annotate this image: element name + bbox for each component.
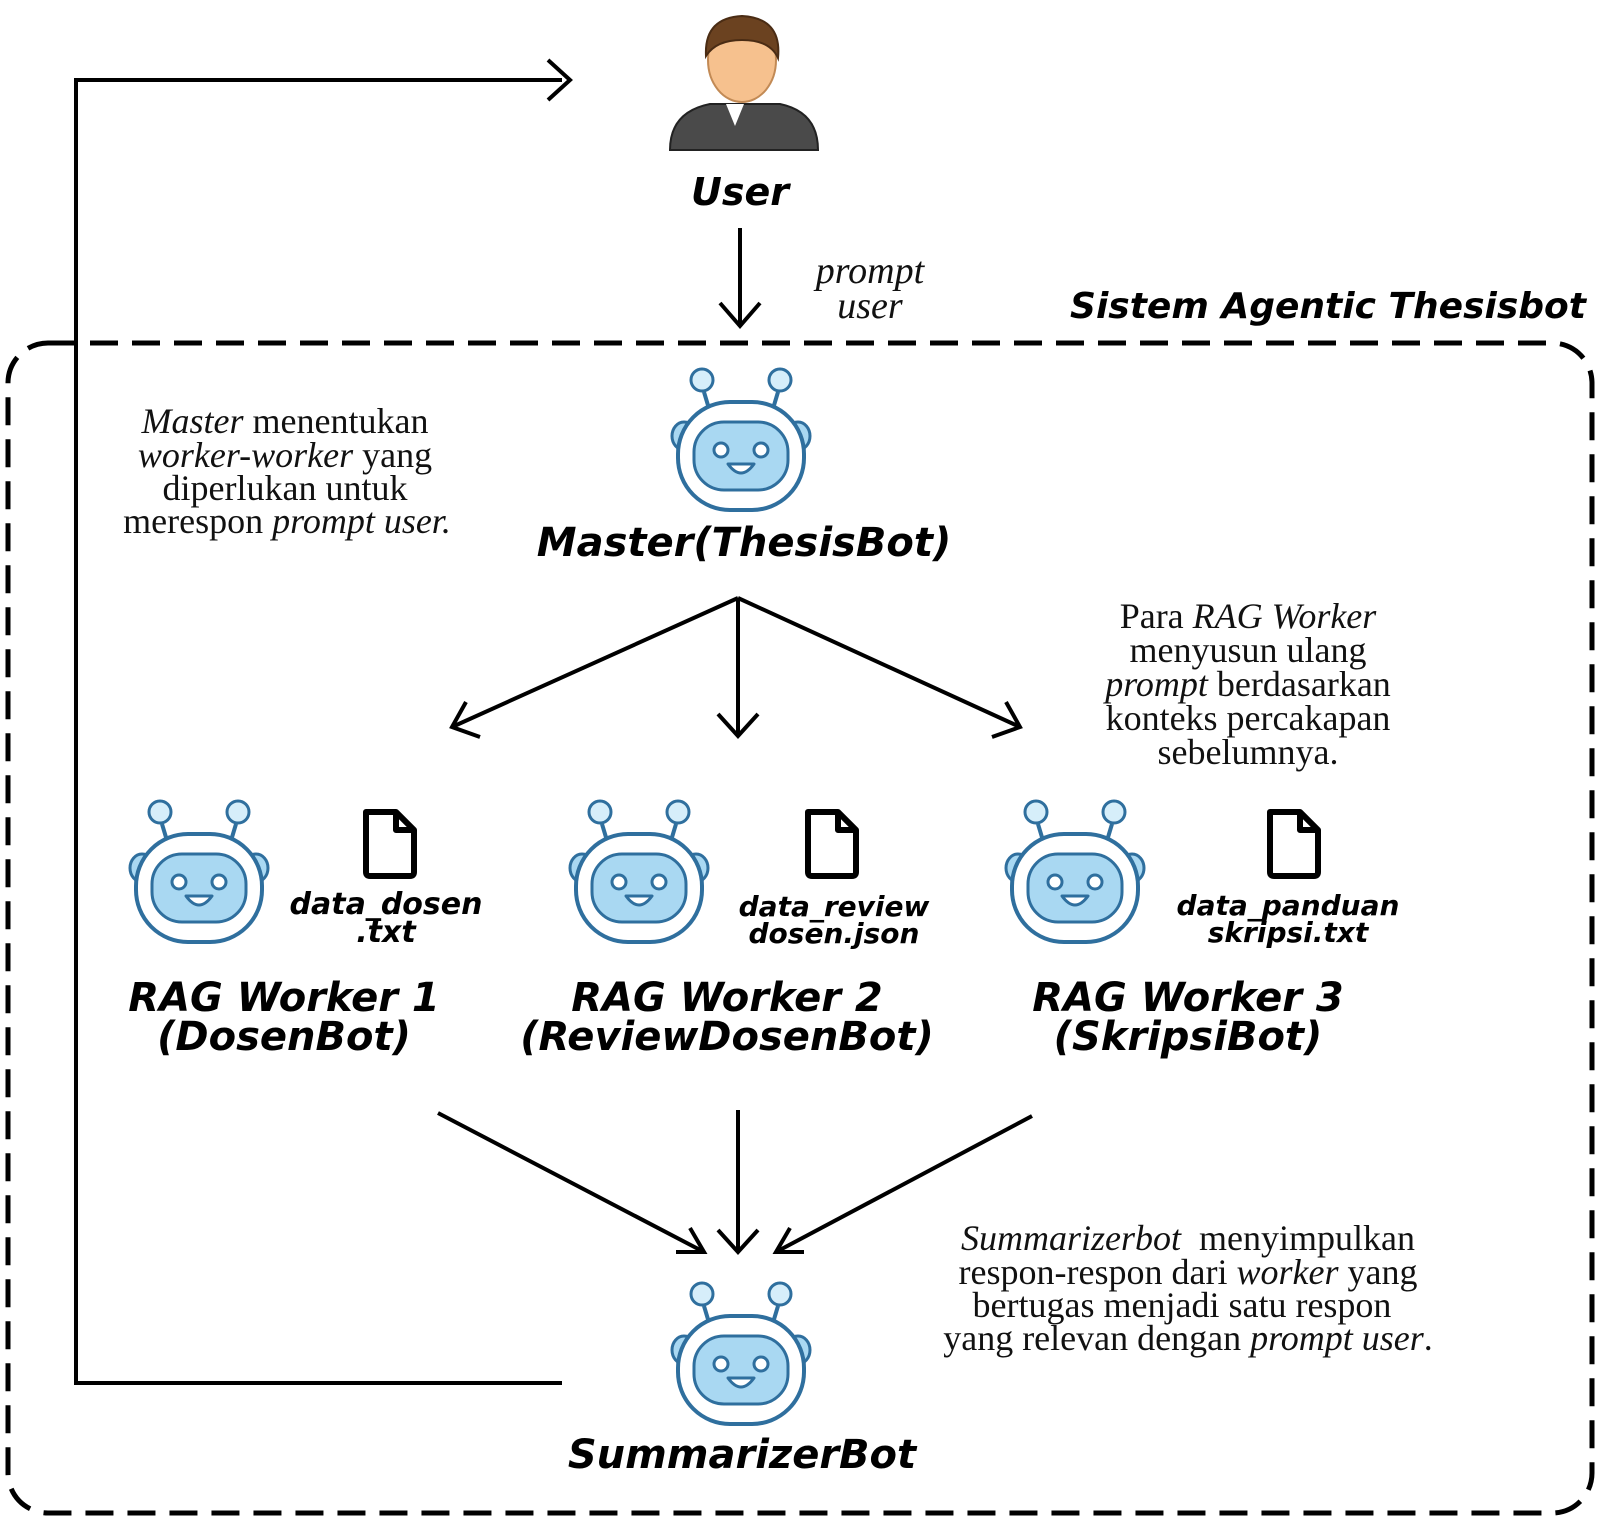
worker-1-label-line2: (DosenBot)	[157, 1014, 411, 1060]
worker-note-line4: konteks percakapan	[1106, 698, 1391, 738]
worker-2-label-line2: (ReviewDosenBot)	[520, 1014, 934, 1060]
summarizer-note-line3: bertugas menjadi satu respon	[973, 1285, 1392, 1325]
master-label: Master(ThesisBot)	[537, 520, 951, 566]
worker-1-file-icon	[366, 812, 414, 876]
master-note-line1: Master menentukan	[141, 401, 429, 441]
master-note-line3: diperlukan untuk	[163, 468, 408, 508]
worker-1-label-line1: RAG Worker 1	[128, 975, 439, 1021]
arrow-head-worker-2	[716, 712, 760, 739]
arrow-from-worker-1	[437, 1111, 705, 1254]
workers-to-summarizer-arrows	[437, 1110, 1033, 1255]
worker-2-label-line1: RAG Worker 2	[571, 975, 882, 1021]
feedback-loop-line	[74, 78, 562, 1385]
arrow-head-worker-3	[991, 701, 1023, 739]
worker-3-robot-icon	[1004, 799, 1146, 944]
user-label: User	[691, 170, 791, 214]
worker-note-line1: Para RAG Worker	[1120, 596, 1378, 636]
prompt-label-line2: user	[837, 285, 903, 327]
system-label: Sistem Agentic Thesisbot	[1070, 286, 1588, 327]
worker-3-file-line2: skripsi.txt	[1208, 916, 1370, 949]
worker-note: Para RAG Worker menyusun ulang prompt be…	[1102, 596, 1391, 772]
worker-3-file-icon	[1270, 812, 1318, 876]
prompt-arrow-head	[718, 301, 762, 330]
worker-1: data_dosen .txt RAG Worker 1 (DosenBot)	[128, 799, 483, 1060]
worker-2: data_review dosen.json RAG Worker 2 (Rev…	[520, 799, 934, 1060]
worker-2-file-line1: data_review	[739, 890, 930, 923]
system-boundary	[5, 340, 1595, 1516]
worker-note-line5: sebelumnya.	[1158, 732, 1339, 772]
feedback-loop-arrow-head	[546, 58, 573, 102]
worker-1-file-line2: .txt	[356, 915, 417, 950]
master-note-line2: worker-worker yang	[138, 435, 432, 475]
worker-1-robot-icon	[128, 799, 270, 944]
arrow-to-worker-1	[451, 596, 739, 729]
worker-3-file-line1: data_panduan	[1177, 889, 1400, 922]
worker-note-line3: prompt berdasarkan	[1102, 664, 1391, 704]
worker-2-file-line2: dosen.json	[749, 917, 920, 950]
summarizer-robot-icon	[670, 1281, 812, 1426]
summarizer-label: SummarizerBot	[568, 1432, 918, 1478]
summarizer-note-line4: yang relevan dengan prompt user.	[943, 1318, 1433, 1358]
arrow-to-worker-3	[737, 596, 1021, 729]
user-avatar-icon	[668, 14, 820, 151]
master-to-workers-arrows	[449, 596, 1023, 739]
worker-2-file-icon	[808, 812, 856, 876]
arrow-head-from-worker-1	[676, 1226, 708, 1254]
summarizer-note: Summarizerbot menyimpulkan respon-respon…	[943, 1218, 1433, 1358]
prompt-label-line1: prompt	[813, 250, 926, 292]
worker-1-file-line1: data_dosen	[290, 887, 483, 922]
arrow-head-worker-1	[449, 701, 481, 739]
worker-3-label-line1: RAG Worker 3	[1032, 975, 1343, 1021]
master-note: Master menentukan worker-worker yang dip…	[123, 401, 451, 541]
master-note-line4: merespon prompt user.	[123, 501, 451, 541]
summarizer-note-line1: Summarizerbot menyimpulkan	[961, 1218, 1415, 1258]
worker-2-robot-icon	[568, 799, 710, 944]
summarizer-note-line2: respon-respon dari worker yang	[959, 1252, 1418, 1292]
worker-note-line2: menyusun ulang	[1130, 630, 1367, 670]
worker-3: data_panduan skripsi.txt RAG Worker 3 (S…	[1004, 799, 1400, 1060]
master-robot-icon	[670, 367, 812, 512]
arrow-from-worker-3	[775, 1114, 1033, 1254]
worker-3-label-line2: (SkripsiBot)	[1054, 1014, 1323, 1060]
arrow-head-from-worker-3	[772, 1226, 804, 1254]
arrow-head-from-worker-2	[716, 1228, 760, 1255]
